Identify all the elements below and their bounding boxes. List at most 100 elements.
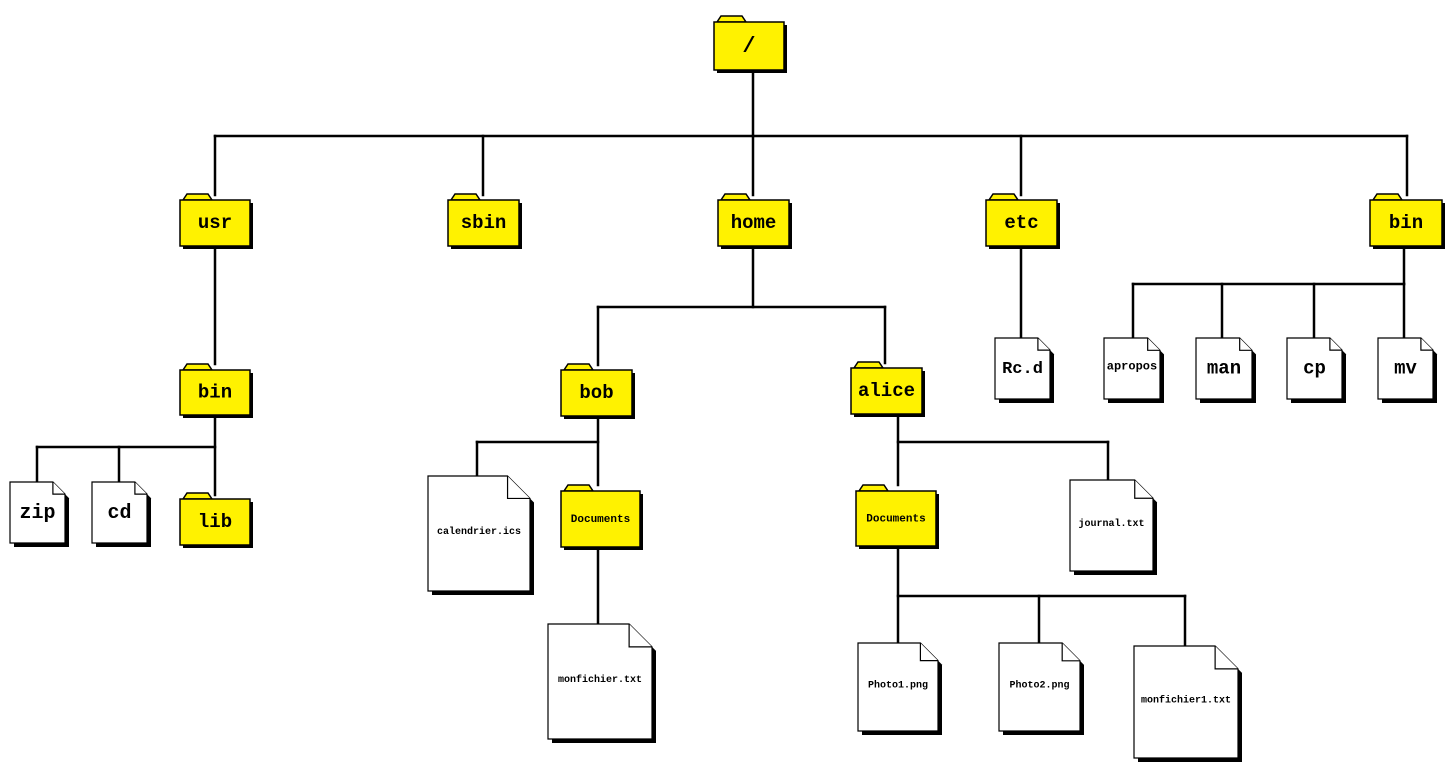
- document-icon: [9, 481, 66, 544]
- page-fold-icon: [919, 643, 938, 662]
- node-label: zip: [19, 502, 55, 525]
- folder-bin: bin: [1369, 193, 1445, 249]
- folder-icon: [850, 367, 923, 415]
- node-label: apropos: [1107, 360, 1157, 374]
- page-fold-icon: [1329, 338, 1342, 351]
- document-icon: [1069, 479, 1154, 572]
- file-man: man: [1195, 337, 1256, 403]
- folder-icon: [719, 193, 752, 201]
- node-label: bin: [198, 382, 232, 404]
- node-label: mv: [1394, 358, 1417, 380]
- folder-etc: etc: [985, 193, 1060, 249]
- node-label: cd: [107, 502, 131, 525]
- page-fold-icon: [1037, 338, 1050, 351]
- folder-alice: alice: [850, 361, 925, 417]
- node-label: alice: [858, 380, 915, 402]
- file-journal: journal.txt: [1069, 479, 1157, 575]
- document-icon: [1286, 337, 1343, 400]
- document-icon: [994, 337, 1051, 400]
- folder-sbin: sbin: [447, 193, 522, 249]
- node-label: calendrier.ics: [437, 526, 521, 538]
- file-cp: cp: [1286, 337, 1346, 403]
- folder-icon: [181, 492, 214, 500]
- folder-icon: [447, 199, 520, 247]
- file-zip: zip: [9, 481, 69, 547]
- folder-usr-bin: bin: [179, 363, 253, 418]
- document-icon: [1103, 337, 1161, 400]
- node-label: man: [1207, 358, 1241, 380]
- node-label: cp: [1303, 358, 1326, 380]
- node-label: Photo2.png: [1009, 680, 1069, 692]
- document-icon: [998, 642, 1081, 732]
- node-label: Documents: [571, 514, 630, 526]
- page-fold-icon: [1214, 646, 1238, 670]
- folder-icon: [560, 369, 633, 417]
- node-label: Photo1.png: [868, 680, 928, 692]
- folder-icon: [179, 498, 251, 546]
- node-label: etc: [1004, 212, 1038, 234]
- folder-bob: bob: [560, 363, 635, 419]
- document-icon: [1195, 337, 1253, 400]
- folder-bob-docs: Documents: [560, 484, 643, 550]
- page-fold-icon: [1420, 338, 1433, 351]
- file-calendrier: calendrier.ics: [427, 475, 534, 595]
- document-icon: [857, 642, 939, 732]
- page-fold-icon: [628, 624, 652, 648]
- folder-icon: [181, 193, 214, 201]
- document-icon: [547, 623, 653, 740]
- file-photo1: Photo1.png: [857, 642, 942, 735]
- node-label: journal.txt: [1078, 518, 1144, 530]
- page-fold-icon: [1134, 480, 1153, 499]
- folder-root: /: [713, 15, 787, 73]
- folder-icon: [449, 193, 482, 201]
- node-label: home: [731, 212, 777, 234]
- page-fold-icon: [1147, 338, 1160, 351]
- folder-icon: [713, 21, 785, 71]
- folder-usr: usr: [179, 193, 253, 249]
- folder-icon: [715, 15, 748, 23]
- file-photo2: Photo2.png: [998, 642, 1084, 735]
- file-mv: mv: [1377, 337, 1437, 403]
- node-label: sbin: [461, 212, 507, 234]
- page-fold-icon: [134, 482, 147, 495]
- folder-icon: [852, 361, 885, 369]
- document-icon: [91, 481, 148, 544]
- tree-nodes: / usr sbin home etc bin bin lib bob aliceDocument…: [9, 15, 1445, 762]
- folder-icon: [855, 490, 937, 547]
- file-monfichier1: monfichier1.txt: [1133, 645, 1242, 762]
- folder-icon: [987, 193, 1020, 201]
- page-fold-icon: [506, 476, 530, 500]
- folder-icon: [1369, 199, 1443, 247]
- page-fold-icon: [1239, 338, 1252, 351]
- node-label: bob: [579, 382, 613, 404]
- page-fold-icon: [1061, 643, 1080, 662]
- folder-icon: [562, 363, 595, 371]
- tree-connectors: [35, 68, 1409, 648]
- file-cd: cd: [91, 481, 151, 547]
- folder-icon: [1371, 193, 1404, 201]
- folder-icon: [560, 490, 641, 548]
- folder-icon: [179, 369, 251, 416]
- node-label: Documents: [866, 513, 925, 525]
- file-rcd: Rc.d: [994, 337, 1054, 403]
- node-label: monfichier1.txt: [1141, 695, 1231, 707]
- folder-alice-docs: Documents: [855, 484, 939, 549]
- page-fold-icon: [52, 482, 65, 495]
- document-icon: [1377, 337, 1434, 400]
- node-label: lib: [198, 511, 232, 533]
- folder-icon: [857, 484, 890, 492]
- node-label: usr: [198, 212, 232, 234]
- file-monfichier: monfichier.txt: [547, 623, 656, 743]
- folder-icon: [562, 484, 595, 492]
- folder-icon: [179, 199, 251, 247]
- folder-icon: [985, 199, 1058, 247]
- node-label: Rc.d: [1002, 360, 1043, 379]
- document-icon: [1133, 645, 1239, 759]
- node-label: monfichier.txt: [558, 674, 642, 686]
- folder-icon: [181, 363, 214, 371]
- node-label: /: [742, 34, 755, 59]
- folder-home: home: [717, 193, 792, 249]
- node-label: bin: [1389, 212, 1423, 234]
- document-icon: [427, 475, 531, 592]
